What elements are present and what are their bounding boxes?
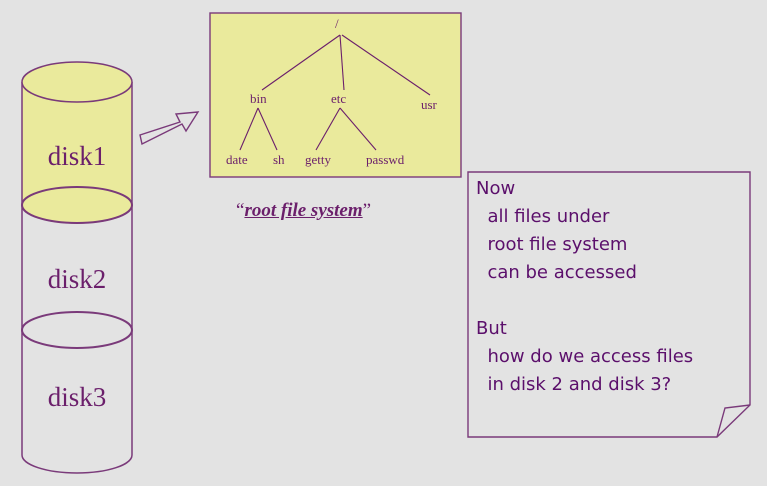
tree-node-date: date: [226, 152, 248, 167]
root-fs-caption: “root file system”: [236, 200, 371, 222]
note-line: all files under: [476, 206, 610, 227]
note-line: how do we access files: [476, 346, 694, 367]
note-line: in disk 2 and disk 3?: [476, 374, 672, 395]
disk-stack: [21, 61, 133, 474]
root-fs-box: [209, 12, 462, 178]
disk1-bottom-ellipse: [21, 186, 133, 224]
disk2-label: disk2: [47, 264, 107, 294]
disk3-label: disk3: [47, 382, 107, 412]
tree-node-bin: bin: [250, 91, 267, 106]
lower-disks-body: [21, 205, 133, 474]
arrow-icon: [139, 111, 200, 146]
disk1-label: disk1: [47, 141, 107, 171]
disk1-top-ellipse: [21, 61, 133, 103]
note-line: Now: [476, 178, 516, 199]
tree-node-getty: getty: [305, 152, 331, 167]
note-box: [467, 171, 751, 438]
caption-close-quote: ”: [362, 200, 372, 221]
tree-edges: [239, 34, 431, 151]
tree-node-root: /: [335, 16, 339, 31]
note-line: can be accessed: [476, 262, 637, 283]
note-fold-corner: [716, 404, 751, 438]
note-line: But: [476, 318, 507, 339]
tree-node-etc: etc: [331, 91, 347, 106]
caption-text: root file system: [244, 200, 363, 221]
tree-node-sh: sh: [273, 152, 285, 167]
tree-node-passwd: passwd: [366, 152, 405, 167]
disk2-bottom-ellipse: [21, 311, 133, 349]
caption-open-quote: “: [236, 200, 245, 221]
tree-node-usr: usr: [421, 97, 437, 112]
note-line: root file system: [476, 234, 628, 255]
